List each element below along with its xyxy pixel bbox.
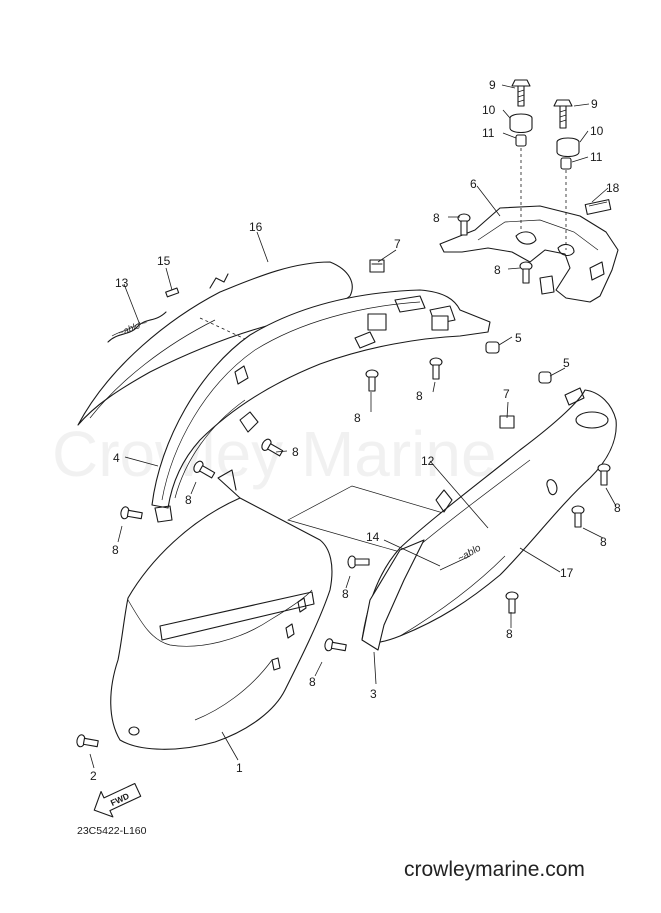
part-10-damper-right (556, 137, 580, 158)
part-17-rear-side-cover (361, 387, 617, 644)
callout-11b: 11 (590, 150, 603, 164)
part-11-collar-left (515, 134, 527, 147)
diagram-code: 23C5422-L160 (77, 825, 147, 837)
callout-6: 6 (470, 177, 477, 191)
part-3-rail-piece (361, 489, 453, 651)
callout-11a: 11 (482, 126, 495, 140)
callout-3: 3 (370, 687, 377, 701)
part-18-label (584, 199, 612, 215)
callout-10b: 10 (590, 124, 604, 138)
part-5-grommet-lower (538, 371, 552, 384)
callout-8d: 8 (416, 389, 423, 403)
callout-4: 4 (113, 451, 120, 465)
callout-18: 18 (606, 181, 620, 195)
part-14-decal (439, 555, 471, 571)
leader-lines (89, 84, 617, 769)
fwd-arrow-icon: FWD (93, 782, 142, 818)
callout-8l: 8 (506, 627, 513, 641)
callout-9a: 9 (489, 78, 496, 92)
callout-13: 13 (115, 276, 129, 290)
watermark-text: Crowley Marine (52, 418, 497, 490)
callout-5b: 5 (563, 356, 570, 370)
part-7-clip-upper (369, 259, 385, 273)
website-url: crowleymarine.com (404, 858, 585, 881)
callout-5a: 5 (515, 331, 522, 345)
callout-7b: 7 (503, 387, 510, 401)
callout-17: 17 (560, 566, 574, 580)
callout-labels: 1 2 3 4 5 5 6 7 7 8 8 8 8 8 8 8 8 8 8 8 … (90, 78, 621, 783)
callout-8b: 8 (494, 263, 501, 277)
callout-9b: 9 (591, 97, 598, 111)
part-9-bolt-right (553, 99, 573, 129)
callout-8i: 8 (309, 675, 316, 689)
callout-1: 1 (236, 761, 243, 775)
callout-8j: 8 (614, 501, 621, 515)
part-10-damper-left (509, 113, 533, 134)
callout-8a: 8 (433, 211, 440, 225)
part-1-front-cover (110, 469, 333, 750)
callout-14: 14 (366, 530, 380, 544)
callout-16: 16 (249, 220, 263, 234)
part-5-grommet-upper (485, 341, 500, 354)
callout-7a: 7 (394, 237, 401, 251)
callout-8e: 8 (292, 445, 299, 459)
part-6-rear-bracket (439, 205, 619, 303)
part-9-bolt-left (511, 79, 531, 107)
callout-12: 12 (421, 454, 435, 468)
callout-8k: 8 (600, 535, 607, 549)
screw-icons (76, 213, 611, 748)
part-11-collar-right (560, 157, 572, 170)
callout-8c: 8 (354, 411, 361, 425)
callout-8f: 8 (185, 493, 192, 507)
part-15-emblem (165, 287, 180, 298)
callout-10a: 10 (482, 103, 496, 117)
callout-2: 2 (90, 769, 97, 783)
part-4-side-rail (151, 289, 491, 523)
callout-15: 15 (157, 254, 171, 268)
callout-8h: 8 (342, 587, 349, 601)
svg-text:~ablo ~: ~ablo ~ (117, 317, 149, 338)
callout-8g: 8 (112, 543, 119, 557)
